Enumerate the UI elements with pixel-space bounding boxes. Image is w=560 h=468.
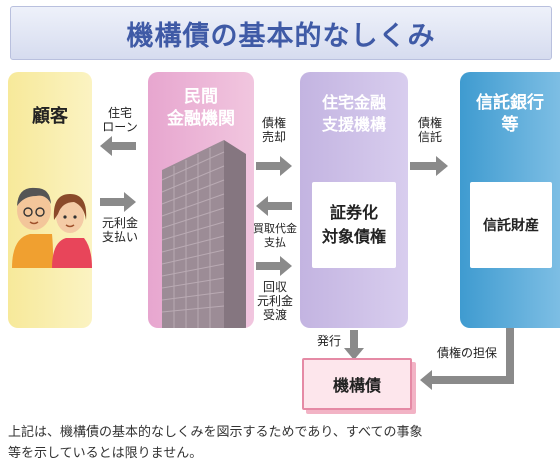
title-bar: 機構債の基本的なしくみ (10, 6, 552, 60)
private-bank-column: 民間 金融機関 (148, 72, 254, 328)
repayment-label-line2: 支払い (101, 230, 138, 244)
jhf-title-line1: 住宅金融 (321, 93, 386, 112)
note-line2: 等を示しているとは限りません。 (8, 446, 203, 461)
repayment-arrow (100, 192, 136, 212)
loan-label-line1: 住宅 (107, 106, 132, 120)
sell-receivables-arrow (256, 156, 292, 176)
disclaimer-note: 上記は、機構債の基本的なしくみを図示するためであり、すべての事象 等を示している… (8, 422, 558, 464)
sell-receivables-label: 債権 売却 (256, 116, 292, 144)
sell-label-line2: 売却 (261, 130, 286, 144)
trust-title-line2: 等 (501, 115, 519, 135)
agency-bond-box: 機構債 (302, 358, 412, 410)
sell-label-line1: 債権 (261, 116, 286, 130)
bank-title-line1: 民間 (184, 87, 218, 107)
customer-couple-illustration (12, 187, 92, 268)
trust-property-box: 信託財産 (470, 182, 552, 268)
customer-title: 顧客 (32, 106, 68, 127)
office-building-illustration (161, 140, 246, 328)
issue-arrow (344, 330, 364, 360)
jhf-column: 住宅金融 支援機構 証券化 対象債権 (300, 72, 408, 328)
repayment-label: 元利金 支払い (98, 216, 142, 244)
trust-bank-column: 信託銀行 等 信託財産 (460, 72, 560, 328)
note-line1: 上記は、機構債の基本的なしくみを図示するためであり、すべての事象 (8, 425, 423, 440)
trust-label-line2: 信託 (417, 130, 442, 144)
price-label-line2: 支払 (264, 236, 286, 249)
trust-label-line1: 債権 (417, 116, 442, 130)
loan-label-line2: ローン (102, 120, 138, 134)
repayment-label-line1: 元利金 (101, 216, 138, 230)
jhf-title-line2: 支援機構 (321, 115, 386, 134)
issue-label: 発行 (316, 334, 341, 348)
trust-title-line1: 信託銀行 (476, 93, 544, 113)
bank-title-line2: 金融機関 (167, 109, 235, 129)
collected-principal-arrow (256, 256, 292, 276)
price-label-line1: 買取代金 (253, 222, 297, 235)
customer-column: 顧客 (8, 72, 92, 328)
loan-label: 住宅 ローン (100, 106, 140, 134)
collect-label-line2: 元利金 (256, 294, 293, 308)
securitization-line2: 対象債権 (321, 227, 386, 246)
trust-receivables-label: 債権 信託 (412, 116, 448, 144)
securitization-line1: 証券化 (329, 203, 378, 222)
collateral-arrow (420, 328, 514, 390)
securitization-receivables-box: 証券化 対象債権 (312, 182, 396, 268)
collect-label-line1: 回収 (262, 280, 287, 294)
collected-principal-label: 回収 元利金 受渡 (254, 280, 296, 322)
trust-receivables-arrow (410, 156, 448, 176)
loan-arrow (100, 136, 136, 156)
purchase-price-arrow (256, 196, 292, 216)
purchase-price-label: 買取代金 支払 (250, 222, 300, 250)
collateral-label: 債権の担保 (436, 346, 497, 360)
collect-label-line3: 受渡 (262, 308, 287, 322)
page-title: 機構債の基本的なしくみ (126, 20, 436, 52)
